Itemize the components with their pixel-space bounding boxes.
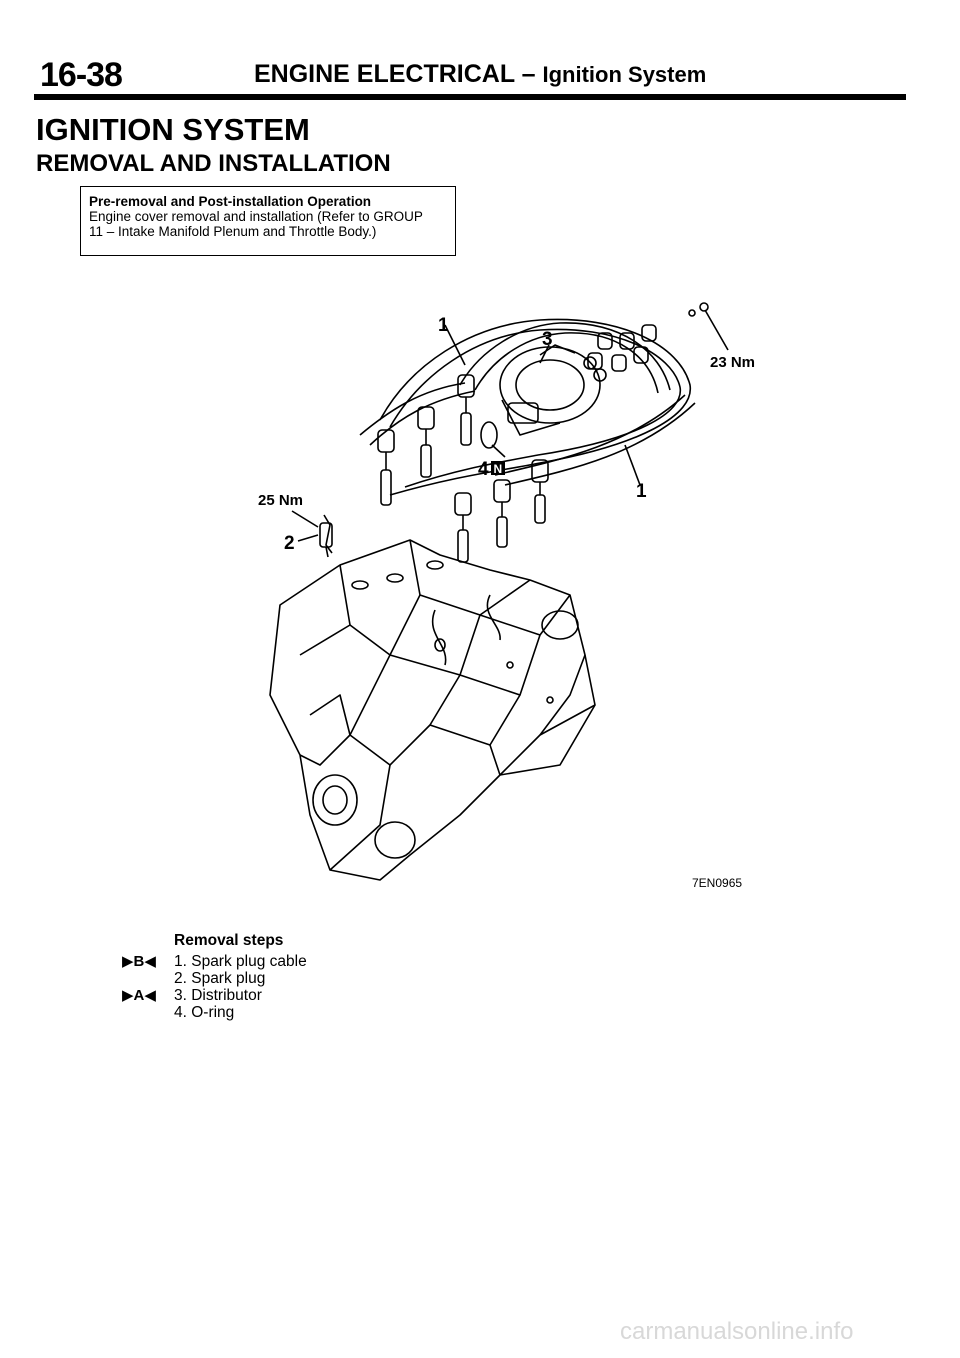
service-marker: ▶B◀: [122, 953, 156, 970]
removal-step: ▶A◀ 3. Distributor: [122, 987, 283, 1004]
cable-boots-top-right: [587, 324, 657, 372]
leader-1-top: [444, 324, 466, 366]
leader-3: [539, 344, 550, 364]
removal-steps-heading: Removal steps: [174, 932, 284, 949]
callout-4: 4: [478, 459, 489, 480]
watermark: carmanualsonline.info: [620, 1318, 854, 1345]
cable-boots-left: [377, 374, 475, 506]
removal-step-text: 2. Spark plug: [174, 970, 266, 987]
header-rule: [34, 94, 906, 100]
figure-code: 7EN0965: [692, 876, 742, 890]
section-header: ENGINE ELECTRICAL – Ignition System: [254, 60, 706, 89]
page-subtitle: REMOVAL AND INSTALLATION: [36, 150, 391, 177]
engine-block: [269, 539, 596, 881]
service-marker: ▶A◀: [122, 987, 156, 1004]
leader-2: [297, 534, 319, 542]
engine-ignition-diagram: 1 3 4 N 1 2 23 Nm 25 Nm 7EN0965: [258, 302, 755, 890]
spark-plug-cables: [359, 318, 696, 496]
callout-1-top: 1: [438, 315, 449, 336]
pre-operation-line2: 11 – Intake Manifold Plenum and Throttle…: [89, 224, 377, 239]
callout-4-badge-box: [491, 461, 505, 475]
callout-4-badge: N: [494, 462, 503, 476]
o-ring: [480, 421, 498, 449]
removal-step: 4. O-ring: [122, 1004, 283, 1021]
subsection-title: Ignition System: [542, 62, 707, 87]
leader-1-right: [624, 444, 641, 486]
page-number: 16-38: [40, 56, 123, 94]
torque-25nm: 25 Nm: [258, 492, 303, 509]
section-title: ENGINE ELECTRICAL: [254, 60, 515, 88]
removal-step-text: 4. O-ring: [174, 1004, 235, 1021]
pre-operation-line1: Engine cover removal and installation (R…: [89, 209, 423, 224]
removal-step-text: 3. Distributor: [174, 987, 262, 1004]
removal-step: 2. Spark plug: [122, 970, 283, 987]
leader-4: [491, 444, 506, 458]
callout-2: 2: [284, 533, 295, 554]
removal-step: ▶B◀ 1. Spark plug cable: [122, 953, 307, 970]
cable-boots-right: [454, 459, 549, 563]
removal-steps: Removal steps ▶B◀ 1. Spark plug cable 2.…: [122, 932, 307, 1021]
nut-icon-2: [699, 302, 709, 312]
callout-1-right: 1: [636, 481, 647, 502]
page-title: IGNITION SYSTEM: [36, 112, 310, 147]
pre-operation-title: Pre-removal and Post-installation Operat…: [89, 194, 372, 209]
distributor: [499, 344, 607, 436]
callout-3: 3: [542, 329, 553, 350]
pre-operation-box: Pre-removal and Post-installation Operat…: [80, 186, 456, 256]
spark-plug: [319, 514, 333, 558]
header-dash: –: [521, 60, 536, 88]
leader-25nm: [291, 510, 319, 528]
removal-step-text: 1. Spark plug cable: [174, 953, 307, 970]
nut-icon: [688, 309, 696, 317]
torque-23nm: 23 Nm: [710, 354, 755, 371]
